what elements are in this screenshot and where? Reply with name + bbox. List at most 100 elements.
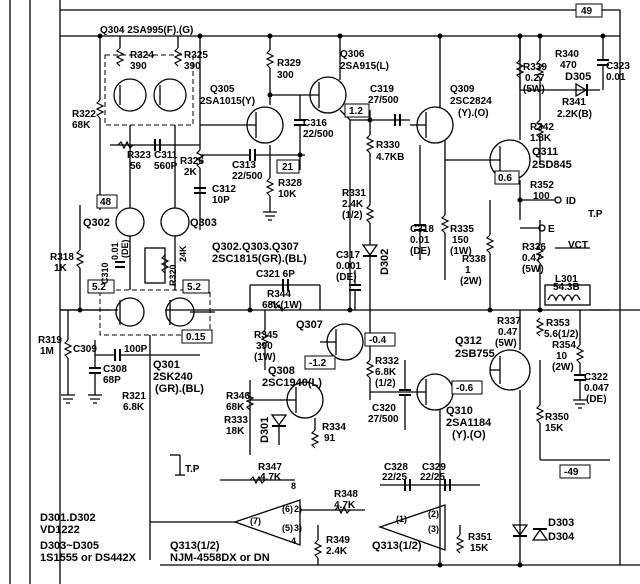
r351-label: R351 xyxy=(468,532,492,543)
q302-label: Q302 xyxy=(83,217,110,229)
r353-label: R353 xyxy=(546,318,570,329)
c313-label: C313 xyxy=(232,160,256,171)
q312-label: Q312 xyxy=(455,335,482,347)
r319-value: 1M xyxy=(40,346,54,357)
c308-value: 68P xyxy=(103,375,121,386)
r339-value: 0.27 xyxy=(525,73,545,84)
r334-value: 91 xyxy=(324,433,336,444)
q308-label: Q308 xyxy=(268,365,295,377)
r352-value: 100 xyxy=(533,191,550,202)
pin-4: 4 xyxy=(291,536,296,546)
q303-label: Q303 xyxy=(190,217,217,229)
r337-value: 0.47 xyxy=(498,327,518,338)
c329-label: C329 xyxy=(422,462,446,473)
r335-value: 150 xyxy=(452,235,469,246)
r354-value: 10 xyxy=(556,351,568,362)
c323-label: C323 xyxy=(606,61,630,72)
r332-watt: (1/2) xyxy=(375,378,396,389)
c312-label: C312 xyxy=(212,184,236,195)
q301-rank: (GR).(BL) xyxy=(155,383,204,395)
vas-stage xyxy=(194,36,351,310)
c309-value: 100P xyxy=(124,344,148,355)
pin-7a: (7) xyxy=(250,516,261,526)
r335-watt: (1W) xyxy=(450,246,472,257)
c328-value: 22/25 xyxy=(382,472,407,483)
q313a-label: Q313(1/2) xyxy=(170,540,220,552)
r345-value: 390 xyxy=(256,341,273,352)
opamp-section xyxy=(150,454,549,565)
r337-watt: (5W) xyxy=(495,338,517,349)
r321-value: 6.8K xyxy=(123,402,145,413)
r346-label: R346 xyxy=(226,391,250,402)
e-label: E xyxy=(548,224,555,235)
id-label: ID xyxy=(566,196,576,207)
r336-label: R336 xyxy=(522,242,546,253)
r338-label: R338 xyxy=(462,254,486,265)
r335-label: R335 xyxy=(450,224,474,235)
c310-watt: (DE) xyxy=(120,240,130,259)
r342-label: R342 xyxy=(530,122,554,133)
c319-label: C319 xyxy=(370,84,394,95)
r329-value: 300 xyxy=(277,70,294,81)
r324-label: R324 xyxy=(130,50,154,61)
r318-value: 1K xyxy=(54,263,68,274)
r354-label: R354 xyxy=(552,340,576,351)
l301-value: 54.3B xyxy=(553,282,580,293)
r345-label: R345 xyxy=(254,330,278,341)
q305-label: Q305 xyxy=(210,84,235,95)
r325-value: 390 xyxy=(184,61,201,72)
r318-label: R318 xyxy=(50,252,74,263)
r325-label: R325 xyxy=(184,50,208,61)
r331-watt: (1/2) xyxy=(342,210,363,221)
q310-part: 2SA1184 xyxy=(446,417,492,429)
q310-rank: (Y).(O) xyxy=(452,429,486,441)
r350-label: R350 xyxy=(545,412,569,423)
r330-label: R330 xyxy=(376,140,400,151)
r321-label: R321 xyxy=(122,391,146,402)
q311-label: Q311 xyxy=(532,146,558,158)
c319-value: 27/500 xyxy=(368,95,399,106)
r328-label: R328 xyxy=(278,178,302,189)
c312-value: 10P xyxy=(212,195,230,206)
r339-watt: (5W) xyxy=(523,84,545,95)
q312-part: 2SB755 xyxy=(455,348,495,360)
tag-21: 21 xyxy=(282,162,294,173)
q301-label: Q301 xyxy=(153,359,180,371)
q307-label: Q307 xyxy=(296,319,323,331)
tp-label-2: T.P xyxy=(185,464,200,475)
pin-6: (6) xyxy=(282,504,293,514)
c310-value: 0.01 xyxy=(110,242,120,260)
r330-value: 4.7KB xyxy=(376,152,404,163)
r334-label: R334 xyxy=(322,422,346,433)
r348-value: 4.7K xyxy=(334,500,356,511)
r336-watt: (5W) xyxy=(522,264,544,275)
c329-value: 22/25 xyxy=(420,472,445,483)
r332-label: R332 xyxy=(375,356,399,367)
c320-label: C320 xyxy=(372,403,396,414)
tag-1-2: 1.2 xyxy=(349,106,363,117)
tag-m49: -49 xyxy=(564,467,579,478)
output-stage xyxy=(410,36,610,565)
r349-value: 2.4K xyxy=(326,546,348,557)
note-line-2: VD1222 xyxy=(40,524,80,536)
r354-watt: (2W) xyxy=(552,362,574,373)
tag-0-6: 0.6 xyxy=(498,173,512,184)
c328-label: C328 xyxy=(384,462,408,473)
r332-value: 6.8K xyxy=(375,367,397,378)
r322-label: R322 xyxy=(72,109,96,120)
pin-8: 8 xyxy=(291,481,296,491)
component-labels: Q304 2SA995(F).(G) R324 390 R325 390 R32… xyxy=(38,25,630,564)
tag-5-2b: 5.2 xyxy=(187,282,201,293)
r340-value: 470 xyxy=(560,60,577,71)
q309-part: 2SC2824 xyxy=(450,96,492,107)
note-line-3: D303~D305 xyxy=(40,540,99,552)
pin-5: (5) xyxy=(282,523,293,533)
r323-value: 56 xyxy=(130,161,142,172)
r331-label: R331 xyxy=(342,188,366,199)
tp-label-1: T.P xyxy=(588,209,603,220)
c311-value: 560P xyxy=(154,161,178,172)
d303-label: D303 xyxy=(548,517,574,529)
r319-label: R319 xyxy=(38,335,62,346)
q301-part: 2SK240 xyxy=(153,371,193,383)
r324-value: 390 xyxy=(130,61,147,72)
